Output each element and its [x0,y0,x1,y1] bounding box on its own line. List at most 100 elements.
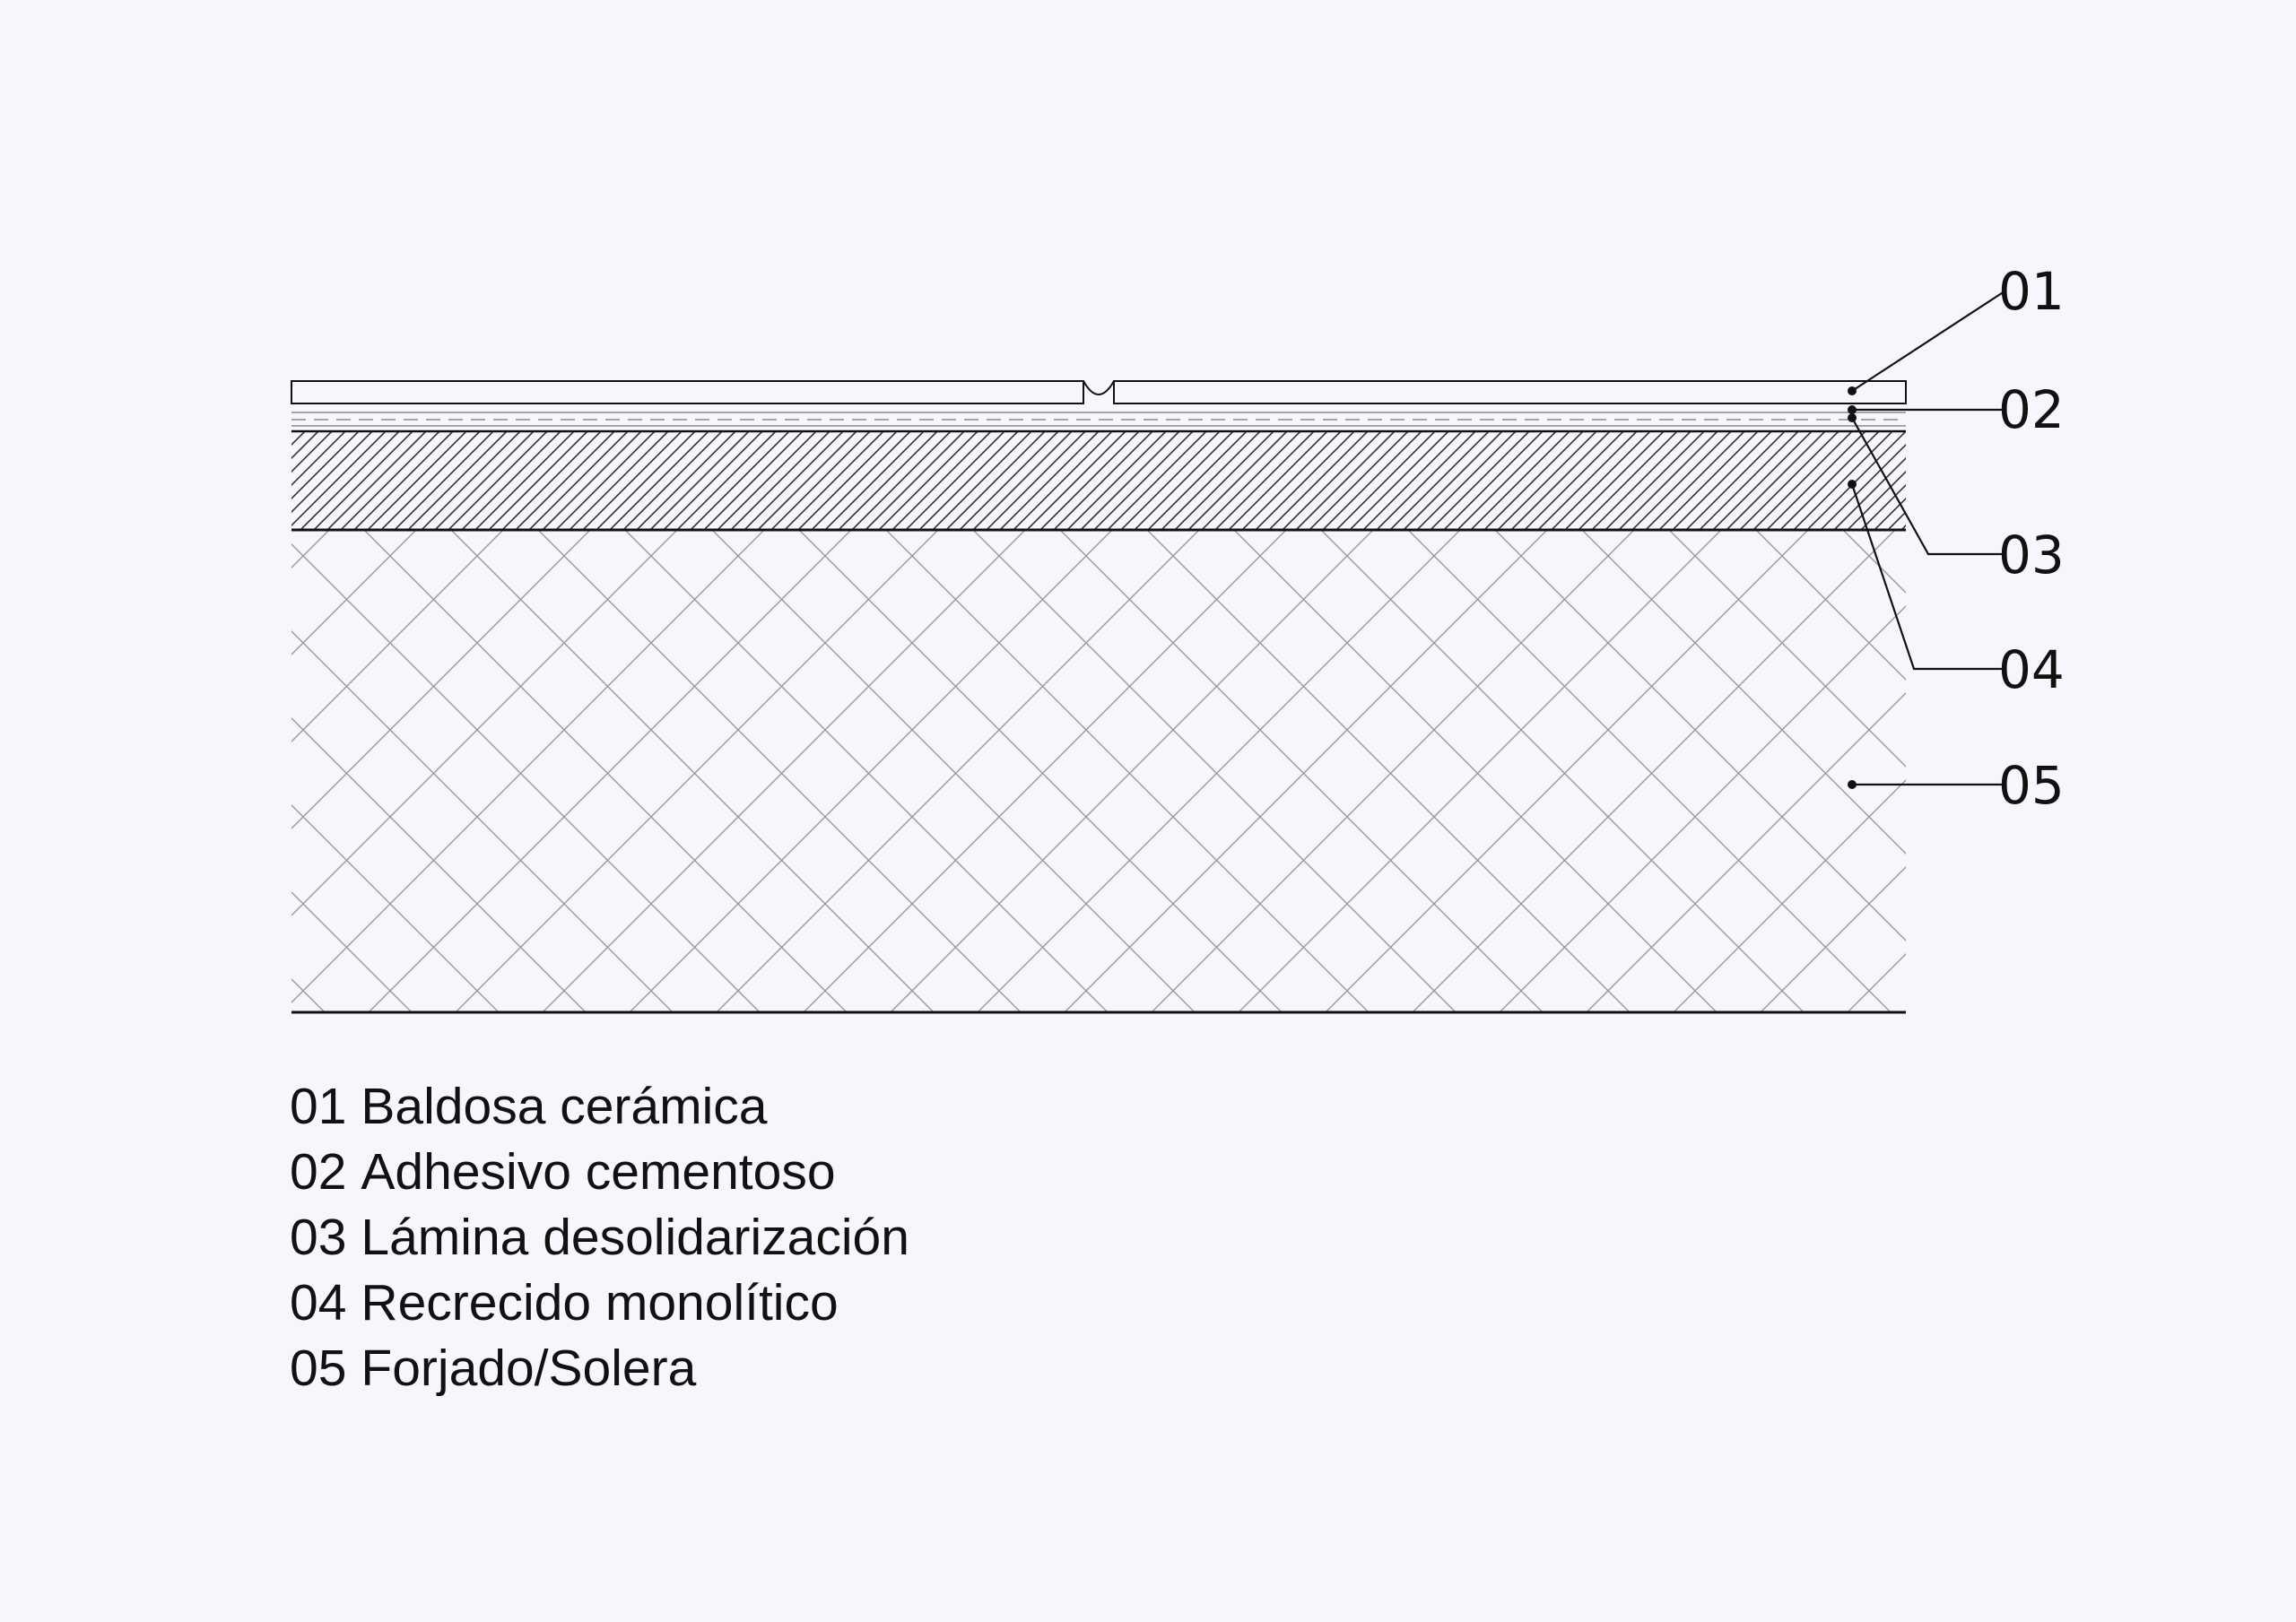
slab-hatch-line [890,530,1374,1012]
slab-hatch-line [291,543,761,1012]
slab-hatch-line [0,530,68,1012]
slab-hatch-line [1935,530,2296,1012]
screed-hatch-line [932,431,1032,530]
screed-hatch-line [461,431,561,530]
slab-hatch-line [1842,530,1906,594]
legend-label: Recrecido monolítico [361,1274,839,1331]
screed-hatch-line [1295,431,1396,530]
screed-hatch-line [1672,431,1772,530]
slab-hatch-line [716,530,1200,1012]
legend-code: 02 [290,1143,347,1201]
screed-hatch-line [434,431,535,530]
callout-05: 05 [1998,755,2065,816]
screed-hatch-line [1107,431,1207,530]
layer-05-slab [0,530,2296,1014]
slab-hatch-line [977,530,1461,1012]
screed-hatch-line [1510,431,1611,530]
slab-hatch-line [1238,530,1722,1012]
screed-hatch-line [717,431,817,530]
screed-hatch-line [1631,431,1732,530]
legend-label: Baldosa cerámica [361,1078,768,1135]
screed-hatch-line [313,431,413,530]
screed-hatch-line [1174,431,1274,530]
screed-hatch-line [291,431,373,514]
screed-hatch-line [1874,497,1906,530]
screed-hatch-line [1403,431,1503,530]
slab-hatch-line [291,530,330,568]
slab-hatch-line [291,530,591,829]
slab-hatch-line [1325,530,1809,1012]
screed-hatch-line [1685,431,1786,530]
screed-hatch-line [1147,431,1248,530]
screed-hatch-line [797,431,898,530]
screed-hatch-line [1268,431,1369,530]
slab-hatch-line [803,530,1287,1012]
screed-hatch-line [1053,431,1153,530]
slab-hatch-line [363,530,848,1012]
slab-hatch-line [0,530,155,1012]
screed-hatch-line [1134,431,1234,530]
slab-hatch-line [368,530,852,1012]
screed-hatch-line [636,431,736,530]
screed-hatch-line [291,431,387,527]
slab-hatch-line [629,530,1113,1012]
screed-hatch-line [353,431,454,530]
callout-02: 02 [1998,379,2065,440]
legend-code: 04 [290,1274,347,1331]
slab-hatch-line [291,804,500,1012]
screed-hatch-line [569,431,669,530]
screed-hatch-line [1645,431,1745,530]
screed-hatch-line [690,431,790,530]
screed-hatch-line [1120,431,1221,530]
screed-hatch-line [596,431,696,530]
legend-code: 05 [290,1340,347,1397]
screed-hatch-line [474,431,575,530]
screed-hatch-line [676,431,777,530]
screed-hatch-line [1887,510,1906,530]
screed-hatch-line [326,431,427,530]
slab-hatch-line [1407,530,1892,1012]
callout-labels: 01 02 03 04 05 [1998,261,2065,816]
leader-dots [1848,386,1857,789]
screed-hatch-line [380,431,481,530]
slab-hatch-line [1499,605,1906,1012]
screed-hatch-line [1026,431,1126,530]
screed-hatch-line [340,431,440,530]
screed-hatch-line [649,431,750,530]
slab-hatch-line [1494,530,1906,941]
screed-hatch-line [1255,431,1355,530]
screed-hatch-line [300,431,400,530]
legend-label: Forjado/Solera [361,1340,697,1397]
screed-hatch-line [1470,431,1570,530]
screed-hatch-line [291,431,360,500]
slab-hatch-line [1847,953,1906,1012]
leader-04 [1850,483,2006,671]
leader-01 [1851,290,2005,392]
slab-hatch-line [711,530,1196,1012]
screed-hatch-line [1349,431,1449,530]
screed-hatch-line [1483,431,1584,530]
layer-01-tiles [291,380,1907,404]
screed-hatch-line [1389,431,1490,530]
screed-hatch-line [878,431,978,530]
screed-hatch-line [891,431,992,530]
slab-hatch-line [0,530,242,1012]
legend-code: 01 [290,1078,347,1135]
screed-hatch-line [291,431,306,447]
screed-hatch-line [1820,443,1906,530]
screed-hatch-line [959,431,1059,530]
tile-joint [1083,380,1115,395]
screed-hatch-line [421,431,521,530]
slab-hatch-line [291,978,326,1012]
screed-hatch-line [1362,431,1463,530]
screed-hatch-line [1551,431,1651,530]
slab-hatch-line [291,530,765,1003]
slab-hatch-line [798,530,1283,1012]
screed-hatch-line [1161,431,1261,530]
screed-hatch-line [1093,431,1194,530]
screed-hatch-line [609,431,709,530]
